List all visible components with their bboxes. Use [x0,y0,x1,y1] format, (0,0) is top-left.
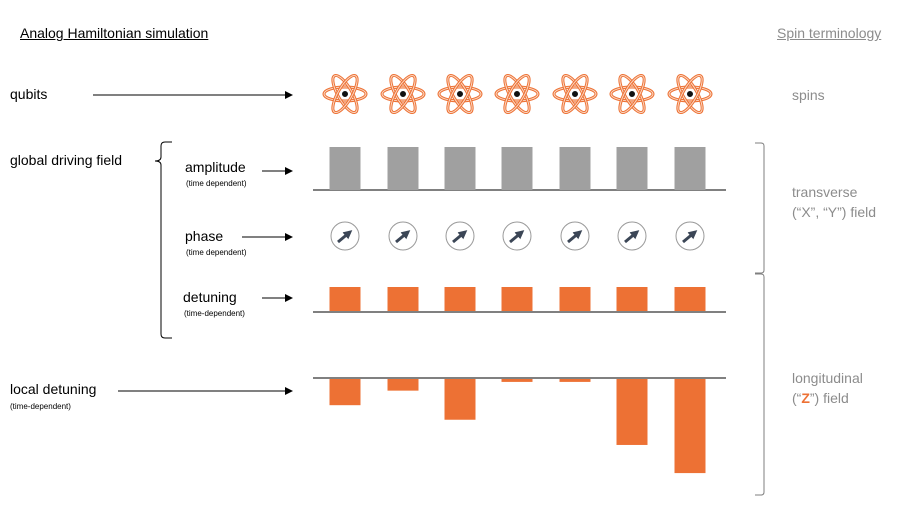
spins-term: spins [792,87,825,103]
amplitude-bar [387,147,419,190]
amplitude-bar [329,147,361,190]
detuning-bar [329,287,361,311]
detuning-bars [329,287,706,311]
local-detuning-bar [329,379,361,406]
transverse-bracket [755,142,765,274]
detuning-bar [501,287,533,311]
qubits-row [322,73,713,115]
phase-dial-icon [675,221,705,251]
phase-dial-icon [388,221,418,251]
longitudinal-open: (“ [792,390,802,406]
local-detuning-bar [674,379,706,474]
phase-sublabel: (time dependent) [186,248,247,257]
longitudinal-line1: longitudinal [792,370,863,386]
amplitude-label: amplitude [185,159,246,175]
detuning-bar [616,287,648,311]
amplitude-bar [674,147,706,190]
amplitude-bar [444,147,476,190]
global-field-bracket [154,141,172,339]
phase-dial-icon [445,221,475,251]
amplitude-sublabel: (time dependent) [186,179,247,188]
phase-dials [330,221,705,251]
local-detuning-bar [501,379,533,382]
detuning-bar [387,287,419,311]
detuning-sublabel: (time-dependent) [184,309,245,318]
phase-dial-icon [502,221,532,251]
amplitude-bars [329,147,706,190]
atom-icon [322,73,368,115]
phase-dial-icon [617,221,647,251]
local-detuning-sublabel: (time-dependent) [10,402,71,411]
detuning-label: detuning [183,289,237,305]
atom-icon [552,73,598,115]
detuning-bar [674,287,706,311]
diagram-title: Analog Hamiltonian simulation [20,25,209,41]
phase-dial-icon [560,221,590,251]
longitudinal-term: longitudinal (“Z”) field [792,368,863,408]
amplitude-bar [559,147,591,190]
local-detuning-bar [559,379,591,382]
transverse-line2: (“X”, “Y”) field [792,204,876,220]
amplitude-bar [501,147,533,190]
amplitude-bar [616,147,648,190]
detuning-bar [559,287,591,311]
longitudinal-bracket [755,273,765,496]
transverse-term: transverse (“X”, “Y”) field [792,182,876,222]
detuning-bar [444,287,476,311]
transverse-line1: transverse [792,184,858,200]
local-detuning-bars [329,379,706,474]
phase-dial-icon [330,221,360,251]
atom-icon [667,73,713,115]
local-detuning-bar [616,379,648,445]
spin-terminology-title: Spin terminology [777,25,882,41]
atom-icon [380,73,426,115]
longitudinal-close: ”) field [809,390,849,406]
atom-icon [609,73,655,115]
longitudinal-z: Z [801,390,810,406]
local-detuning-bar [444,379,476,420]
qubits-label: qubits [10,86,48,102]
atom-icon [494,73,540,115]
local-detuning-bar [387,379,419,391]
local-detuning-label: local detuning [10,381,97,397]
atom-icon [437,73,483,115]
phase-label: phase [185,228,224,244]
global-driving-field-label: global driving field [10,152,123,168]
